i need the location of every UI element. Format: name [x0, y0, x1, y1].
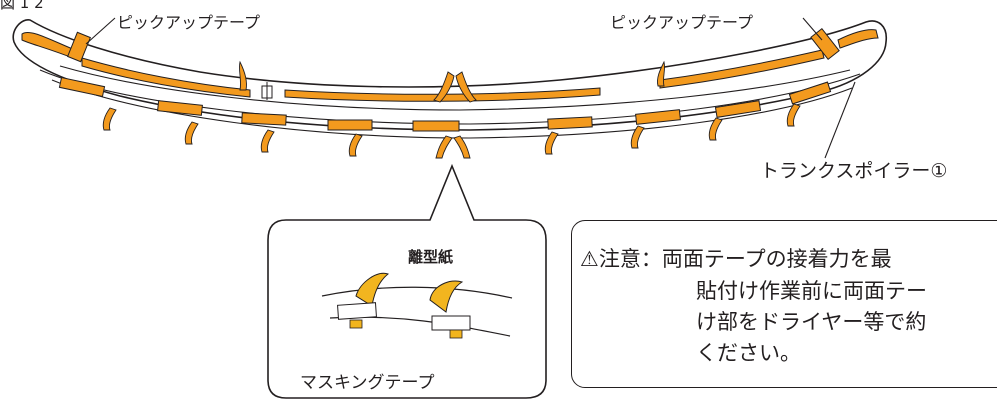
leader-part	[824, 81, 856, 159]
tab-6	[544, 131, 559, 155]
top-tape-strips	[21, 29, 879, 102]
leader-pickup-right	[802, 17, 823, 41]
detail-edge-top	[321, 286, 513, 299]
lower-tape-9	[788, 81, 832, 105]
top-tape-right	[659, 49, 825, 89]
detail-release-paper-2	[429, 280, 464, 313]
caution-box	[571, 220, 997, 388]
tab-4	[348, 133, 363, 157]
detail-callout	[267, 163, 547, 399]
tab-top-left	[238, 60, 247, 91]
caution-line-2: 貼付け作業前に両面テー	[696, 279, 927, 303]
spoiler-lower-edge	[39, 69, 861, 125]
tab-top-center-left	[433, 71, 455, 103]
masking-tape-tabs	[102, 60, 801, 159]
spoiler-inner-edge	[59, 65, 851, 111]
pickup-tape-right-label: ピックアップテープ	[610, 13, 754, 32]
caution-line-4: ください。	[696, 341, 801, 365]
caution-line-3: け部をドライヤー等で約	[696, 310, 927, 334]
figure-label: 図 1 2	[0, 0, 44, 12]
top-tape-left-long	[81, 57, 251, 98]
release-paper-label: 離型紙	[408, 248, 454, 266]
pickup-tape-left-label: ピックアップテープ	[117, 13, 261, 32]
tab-3	[260, 129, 275, 153]
tab-8	[708, 117, 723, 141]
lower-tape-3	[241, 112, 287, 126]
lower-tape-7	[635, 109, 681, 125]
top-tape-right-end	[837, 29, 879, 49]
lower-tape-8	[714, 100, 762, 118]
detail-tab-1	[349, 319, 363, 329]
tab-5b	[453, 135, 471, 159]
lower-tape-4	[327, 119, 373, 131]
clip	[261, 82, 273, 100]
detail-tape-2	[431, 315, 471, 331]
tab-9	[786, 103, 801, 127]
part-name-label: トランクスポイラー①	[760, 160, 948, 182]
lower-tape-1	[58, 76, 106, 98]
lower-tapes	[58, 76, 832, 132]
trunk-spoiler	[12, 19, 888, 139]
detail-tape-1	[337, 302, 377, 320]
tab-2	[184, 121, 199, 145]
spoiler-bottom-lip	[51, 79, 853, 139]
tab-top-right	[657, 60, 666, 87]
leader-pickup-left	[85, 17, 116, 45]
lower-tape-2	[157, 100, 203, 116]
detail-tab-2	[449, 329, 463, 339]
spoiler-outline	[12, 19, 888, 131]
masking-tape-label: マスキングテープ	[300, 373, 435, 393]
detail-release-paper-1	[355, 272, 389, 307]
lower-tape-6	[547, 116, 593, 130]
tab-7	[630, 125, 645, 149]
tab-5a	[435, 135, 453, 159]
tab-top-center-right	[455, 71, 477, 103]
caution-line-1: ⚠注意：両面テープの接着力を最	[580, 247, 892, 271]
detail-drawing	[321, 272, 513, 339]
tab-1	[102, 107, 117, 131]
lower-tape-5	[412, 120, 460, 132]
pickup-tape-left-mark	[66, 31, 92, 63]
